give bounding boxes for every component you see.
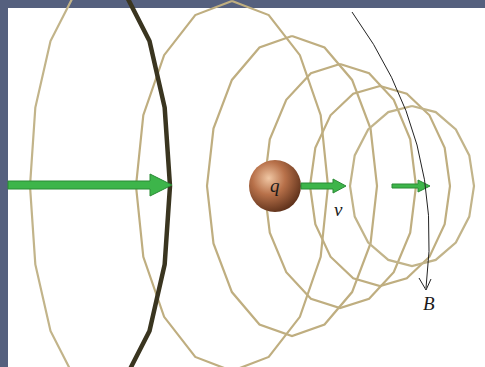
charge-sphere	[249, 160, 301, 212]
canvas	[8, 8, 485, 367]
velocity-arrow	[301, 179, 346, 193]
field-ring	[207, 36, 377, 336]
field-arrow	[392, 180, 430, 192]
field-ring	[350, 106, 474, 266]
leader-tick	[419, 278, 431, 290]
symbol-label: q	[270, 176, 280, 195]
symbol-label: v	[332, 200, 344, 219]
current-arrow	[8, 174, 172, 196]
leader-arc	[352, 12, 429, 288]
symbol-label: B	[421, 294, 437, 313]
